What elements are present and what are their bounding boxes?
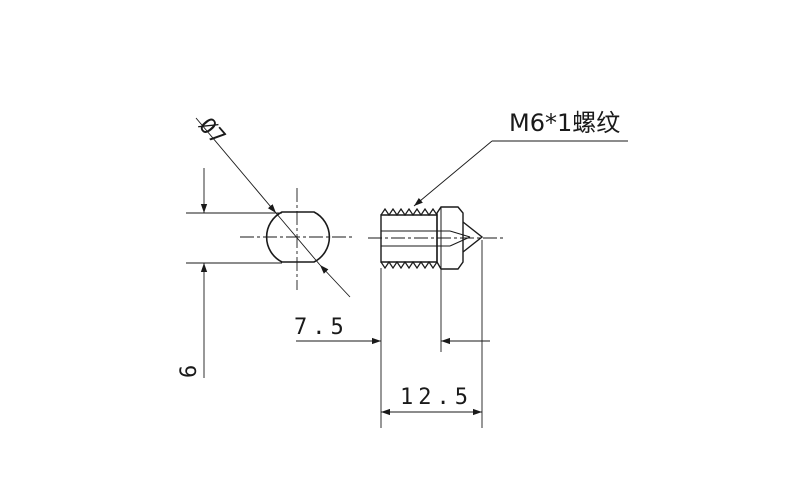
total-length-label: 12.5 <box>400 385 473 410</box>
thread-teeth-top <box>380 207 438 217</box>
end-view <box>186 117 352 378</box>
diameter-leader <box>195 117 277 214</box>
thread-note-leader <box>413 140 628 207</box>
nozzle-cone <box>462 221 484 253</box>
side-view <box>368 206 505 428</box>
diameter-leader-out <box>319 264 351 298</box>
thread-teeth-bottom <box>380 260 438 270</box>
nozzle-orifice-b <box>449 236 471 247</box>
hex-head-outline <box>436 206 464 270</box>
diameter-line-through <box>275 212 321 266</box>
end-view-outline <box>265 211 331 263</box>
thread-length-label: 7.5 <box>294 315 349 340</box>
nozzle-orifice <box>449 230 471 238</box>
diameter-label: Ø7 <box>193 114 229 150</box>
thread-note: M6*1螺纹 <box>509 109 620 137</box>
thread-body-outline <box>380 214 438 263</box>
flat-width-label: 6 <box>177 365 202 378</box>
